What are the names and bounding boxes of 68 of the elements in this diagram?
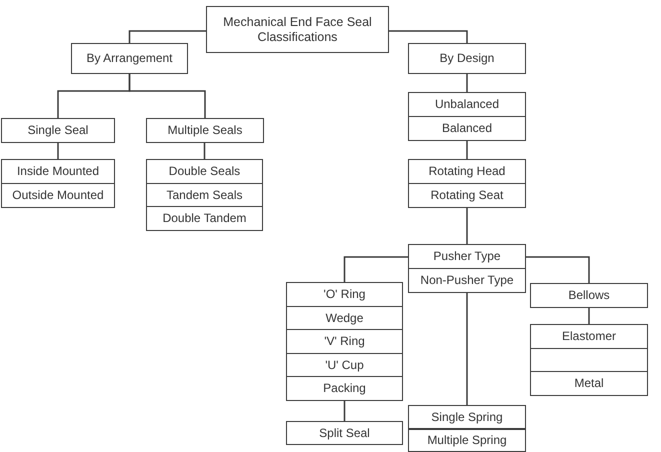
classification-label: Rotating Seat (430, 188, 504, 202)
classification-label: Non-Pusher Type (420, 272, 514, 288)
connector-line (344, 256, 408, 282)
classification-box (408, 268, 526, 292)
connector-line (588, 308, 590, 324)
classification-box (286, 421, 403, 445)
classification-label: By Design (440, 51, 494, 66)
classification-label: Tandem Seals (166, 188, 243, 202)
classification-box (71, 43, 188, 74)
classification-box (1, 182, 115, 208)
classification-box (286, 282, 403, 307)
connector-line (466, 140, 468, 159)
classification-label: Bellows (568, 288, 610, 303)
classification-box (1, 159, 115, 184)
classification-box (530, 371, 648, 396)
classification-label: Inside Mounted (16, 164, 100, 179)
classification-label: Pusher Type (433, 249, 501, 264)
classification-box (530, 324, 648, 349)
connector-line (204, 143, 206, 159)
classification-box (408, 244, 526, 269)
classification-box (1, 118, 115, 143)
classification-box (408, 159, 526, 184)
classification-label: Mechanical End Face Seal Classifications (222, 14, 373, 44)
classification-box (408, 428, 526, 452)
classification-label: Metal (574, 376, 604, 391)
classification-box (408, 43, 526, 74)
classification-label: By Arrangement (86, 51, 173, 66)
classification-label: Unbalanced (434, 97, 500, 112)
classification-box (286, 352, 403, 378)
classification-box (530, 348, 648, 372)
classification-label: 'U' Cup (325, 358, 364, 372)
classification-box (408, 405, 526, 429)
classification-box (286, 376, 403, 401)
connector-line (466, 208, 468, 244)
classification-box (286, 329, 403, 354)
classification-label: Wedge (326, 310, 364, 326)
classification-label: Multiple Spring (427, 432, 507, 448)
connector-line (389, 30, 468, 43)
classification-label: Double Tandem (162, 211, 246, 226)
connector-line (128, 30, 206, 43)
classification-label: Double Seals (168, 164, 240, 179)
classification-box (146, 206, 263, 231)
connector-line (128, 74, 206, 118)
classification-box (146, 118, 264, 143)
classification-label: Single Spring (431, 410, 503, 424)
classification-label: Split Seal (319, 426, 370, 440)
connector-line (466, 74, 468, 92)
connector-line (344, 401, 346, 421)
classification-label: 'V' Ring (324, 334, 365, 349)
classification-label: Outside Mounted (12, 188, 104, 202)
classification-box (408, 92, 526, 117)
classification-box (146, 159, 263, 184)
classification-label: Balanced (442, 120, 492, 136)
connector-line (57, 143, 59, 159)
classification-label: Elastomer (562, 329, 616, 344)
classification-label: 'O' Ring (324, 287, 366, 302)
classification-label: Rotating Head (428, 164, 506, 179)
classification-box (408, 116, 526, 140)
connector-line (526, 256, 590, 283)
classification-box (146, 182, 263, 208)
classification-label: Packing (323, 381, 366, 396)
classification-box (408, 182, 526, 208)
classification-label: Single Seal (28, 123, 88, 138)
connector-line (466, 292, 468, 405)
classification-box (286, 306, 403, 330)
classification-box (206, 6, 389, 53)
classification-box (530, 283, 648, 308)
classification-label: Multiple Seals (168, 123, 242, 138)
